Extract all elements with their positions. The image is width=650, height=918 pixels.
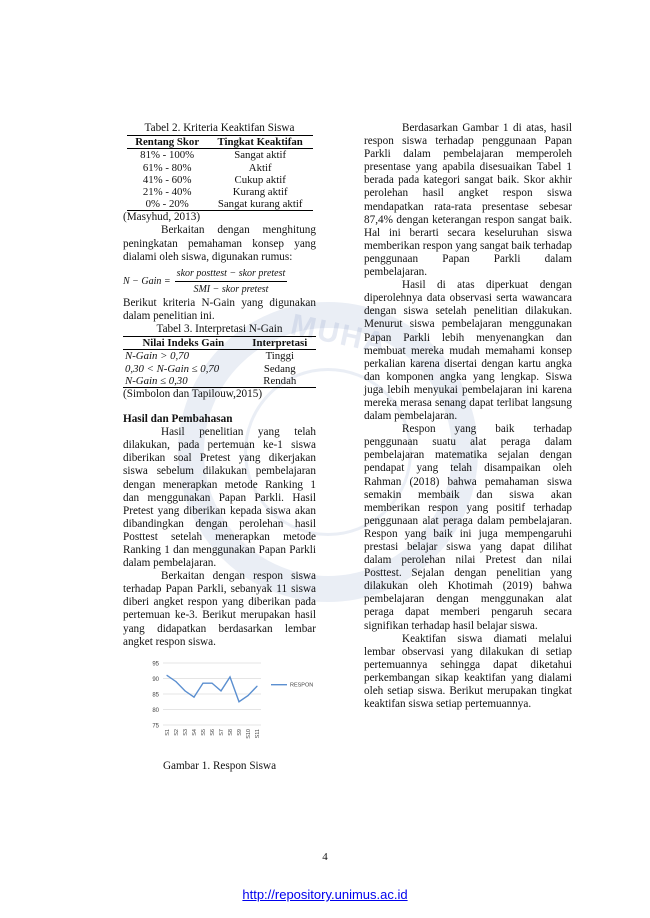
table2-title: Tabel 2. Kriteria Keaktifan Siswa — [144, 122, 295, 134]
x-tick-label: S11 — [255, 729, 261, 738]
footer-url-link[interactable]: http://repository.unimus.ac.id — [242, 887, 408, 902]
table3-header-interpretation: Interpretasi — [243, 336, 316, 351]
formula-numerator: skor posttest − skor pretest — [174, 267, 288, 282]
table-cell: N-Gain > 0,70 — [125, 350, 189, 363]
data-point — [193, 696, 195, 698]
table2-source: (Masyhud, 2013) — [123, 211, 201, 224]
paragraph: Berkaitan dengan menghitung peningkatan … — [123, 224, 316, 263]
table-cell: 0,30 < N-Gain ≤ 0,70 — [125, 362, 220, 375]
page-number: 4 — [322, 851, 328, 863]
data-point — [247, 694, 249, 696]
section-heading: Hasil dan Pembahasan — [123, 413, 233, 426]
x-tick-label: S10 — [246, 729, 252, 739]
series-line-respon — [166, 674, 258, 703]
table-cell: Kurang aktif — [232, 185, 288, 198]
y-tick-label: 95 — [152, 661, 159, 667]
x-tick-label: S1 — [165, 729, 171, 736]
x-tick-label: S8 — [228, 729, 234, 736]
table-row: 81% - 100% Sangat aktif — [127, 149, 313, 162]
x-tick-label: S2 — [174, 729, 180, 736]
y-tick-label: 80 — [152, 708, 159, 714]
data-point — [184, 690, 186, 692]
table-row: 0% - 20%Sangat kurang aktif — [127, 198, 313, 212]
data-point — [175, 680, 177, 682]
table-row: 21% - 40% Kurang aktif — [127, 186, 313, 198]
table-cell: N-Gain ≤ 0,30 — [123, 374, 244, 388]
data-point — [166, 674, 168, 676]
formula-fraction: skor posttest − skor pretest SMI − skor … — [174, 267, 288, 296]
table3-title: Tabel 3. Interpretasi N-Gain — [156, 323, 283, 336]
table-row: N-Gain > 0,70 Tinggi — [123, 350, 316, 363]
paragraph: Hasil di atas diperkuat dengan diperoleh… — [364, 279, 572, 423]
paragraph: Respon yang baik terhadap penggunaan sua… — [364, 423, 572, 632]
y-tick-label: 85 — [152, 692, 159, 698]
y-tick-label: 90 — [152, 677, 159, 683]
x-tick-label: S4 — [192, 729, 198, 736]
paragraph: Berikut kriteria N-Gain yang digunakan d… — [123, 296, 316, 322]
data-point — [202, 682, 204, 684]
table-cell: Sangat kurang aktif — [207, 198, 313, 212]
x-tick-label: S9 — [237, 729, 243, 736]
x-tick-label: S3 — [183, 729, 189, 736]
formula-lhs: N − Gain = — [123, 275, 171, 287]
data-point — [229, 676, 231, 678]
paragraph: Hasil penelitian yang telah dilakukan, p… — [123, 426, 316, 570]
table2-header-level: Tingkat Keaktifan — [207, 135, 313, 150]
y-tick-label: 75 — [152, 723, 159, 729]
table-cell: Cukup aktif — [234, 173, 286, 186]
formula-denominator: SMI − skor pretest — [193, 283, 269, 295]
n-gain-formula: N − Gain = skor posttest − skor pretest … — [123, 267, 316, 296]
x-tick-label: S7 — [219, 729, 225, 736]
table-row: 0,30 < N-Gain ≤ 0,70 Sedang — [123, 363, 316, 375]
x-tick-label: S6 — [210, 729, 216, 736]
legend-label: RESPON — [290, 682, 313, 688]
data-point — [211, 682, 213, 684]
table-cell: Sangat aktif — [234, 149, 287, 162]
table-cell: 61% - 80% — [142, 161, 192, 174]
paragraph: Berdasarkan Gambar 1 di atas, hasil resp… — [364, 122, 572, 279]
table2-header-range: Rentang Skor — [127, 135, 208, 150]
table-row: 41% - 60% Cukup aktif — [127, 174, 313, 186]
right-column: Berdasarkan Gambar 1 di atas, hasil resp… — [364, 122, 572, 711]
table2: Rentang Skor Tingkat Keaktifan 81% - 100… — [127, 135, 313, 212]
table-cell: 0% - 20% — [127, 198, 208, 212]
x-tick-label: S5 — [201, 729, 207, 736]
table-cell: Sedang — [263, 362, 296, 375]
table-cell: Tinggi — [265, 350, 294, 363]
table3: Nilai Indeks Gain Interpretasi N-Gain > … — [123, 336, 316, 388]
table-cell: 21% - 40% — [142, 185, 192, 198]
figure-caption: Gambar 1. Respon Siswa — [162, 759, 277, 772]
table-cell: Rendah — [243, 374, 316, 388]
left-column: Tabel 2. Kriteria Keaktifan Siswa Rentan… — [123, 122, 316, 773]
paragraph: Keaktifan siswa diamati melalui lembar o… — [364, 632, 572, 711]
data-point — [256, 685, 258, 687]
table-row: 61% - 80% Aktif — [127, 162, 313, 174]
paragraph: Berkaitan dengan respon siswa terhadap P… — [123, 570, 316, 648]
data-point — [220, 690, 222, 692]
table3-header-gain: Nilai Indeks Gain — [123, 336, 244, 351]
table-cell: 81% - 100% — [140, 149, 195, 162]
table-cell: 41% - 60% — [142, 173, 192, 186]
table3-source: (Simbolon dan Tapilouw,2015) — [123, 387, 263, 400]
data-point — [238, 700, 240, 703]
table-cell: Aktif — [248, 161, 272, 174]
